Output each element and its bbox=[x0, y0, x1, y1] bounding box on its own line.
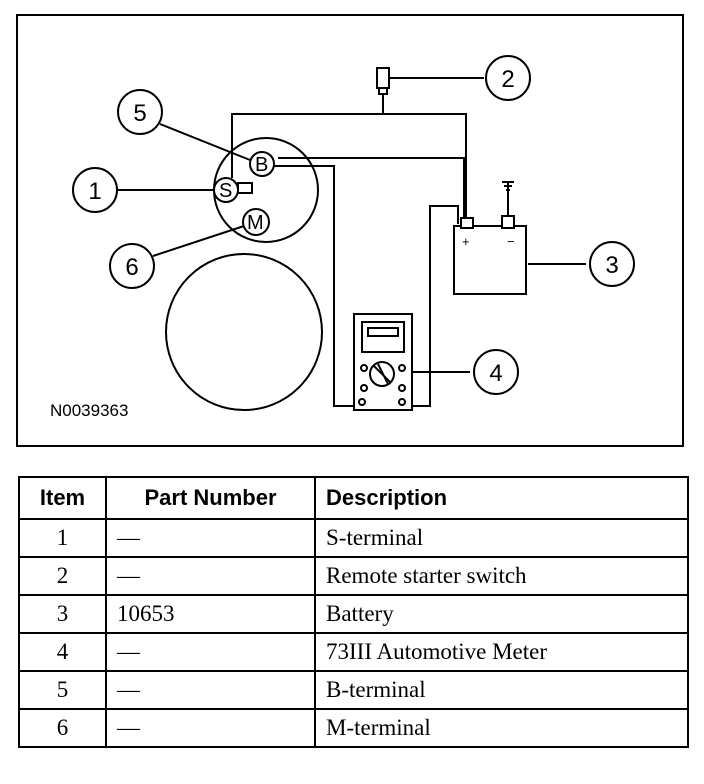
cell-description: 73III Automotive Meter bbox=[314, 632, 689, 672]
cell-item: 1 bbox=[18, 518, 107, 558]
remote-starter-switch bbox=[376, 67, 390, 95]
header-item: Item bbox=[18, 476, 107, 520]
ground-symbol bbox=[502, 181, 514, 216]
table-row: 6 — M-terminal bbox=[18, 708, 689, 748]
wire-meter-to-m bbox=[272, 165, 360, 407]
callout-4: 4 bbox=[473, 349, 519, 395]
cell-description: S-terminal bbox=[314, 518, 689, 558]
cell-part-number: — bbox=[105, 708, 316, 748]
cell-part-number: — bbox=[105, 518, 316, 558]
leader-lines bbox=[117, 77, 586, 373]
terminal-m-label: M bbox=[247, 212, 264, 234]
multimeter bbox=[353, 313, 413, 411]
wire-b-to-battery bbox=[278, 157, 465, 222]
cell-item: 5 bbox=[18, 670, 107, 710]
callout-2-label: 2 bbox=[501, 66, 514, 93]
starter-motor-body bbox=[165, 253, 323, 411]
meter-dial bbox=[369, 361, 395, 387]
cell-description: M-terminal bbox=[314, 708, 689, 748]
header-part-number: Part Number bbox=[105, 476, 316, 520]
cell-item: 6 bbox=[18, 708, 107, 748]
starter-test-diagram: + − B S M bbox=[50, 55, 635, 420]
wire-meter-to-battery bbox=[413, 205, 459, 407]
callout-1-label: 1 bbox=[88, 178, 101, 205]
cell-item: 3 bbox=[18, 594, 107, 634]
table-row: 4 — 73III Automotive Meter bbox=[18, 632, 689, 672]
figure-code: N0039363 bbox=[50, 401, 128, 420]
cell-description: Battery bbox=[314, 594, 689, 634]
table-header-row: Item Part Number Description bbox=[18, 476, 689, 520]
cell-part-number: — bbox=[105, 670, 316, 710]
callout-5-label: 5 bbox=[133, 100, 146, 127]
callout-6: 6 bbox=[109, 243, 155, 289]
parts-table: Item Part Number Description 1 — S-termi… bbox=[18, 476, 689, 748]
table-row: 1 — S-terminal bbox=[18, 518, 689, 558]
terminal-b-label: B bbox=[255, 154, 268, 176]
battery-negative-sign: − bbox=[507, 234, 515, 249]
callout-6-label: 6 bbox=[125, 254, 138, 281]
callout-3-label: 3 bbox=[605, 252, 618, 279]
cell-item: 2 bbox=[18, 556, 107, 596]
terminal-b: B bbox=[249, 151, 275, 177]
table-row: 5 — B-terminal bbox=[18, 670, 689, 710]
battery-positive-sign: + bbox=[462, 234, 470, 249]
cell-item: 4 bbox=[18, 632, 107, 672]
table-row: 3 10653 Battery bbox=[18, 594, 689, 634]
callout-4-label: 4 bbox=[489, 360, 502, 387]
cell-description: Remote starter switch bbox=[314, 556, 689, 596]
diagram-frame: + − B S M bbox=[16, 14, 684, 447]
terminal-s: S bbox=[213, 177, 253, 203]
callout-1: 1 bbox=[72, 167, 118, 213]
terminal-m: M bbox=[242, 208, 270, 236]
callout-5: 5 bbox=[117, 89, 163, 135]
callout-2: 2 bbox=[485, 55, 531, 101]
wiring bbox=[231, 86, 514, 407]
wire-remote-switch bbox=[231, 113, 467, 222]
cell-part-number: — bbox=[105, 556, 316, 596]
cell-description: B-terminal bbox=[314, 670, 689, 710]
cell-part-number: — bbox=[105, 632, 316, 672]
battery: + − bbox=[453, 215, 527, 295]
table-row: 2 — Remote starter switch bbox=[18, 556, 689, 596]
terminal-s-label: S bbox=[219, 180, 232, 202]
header-description: Description bbox=[314, 476, 689, 520]
callout-3: 3 bbox=[589, 241, 635, 287]
cell-part-number: 10653 bbox=[105, 594, 316, 634]
